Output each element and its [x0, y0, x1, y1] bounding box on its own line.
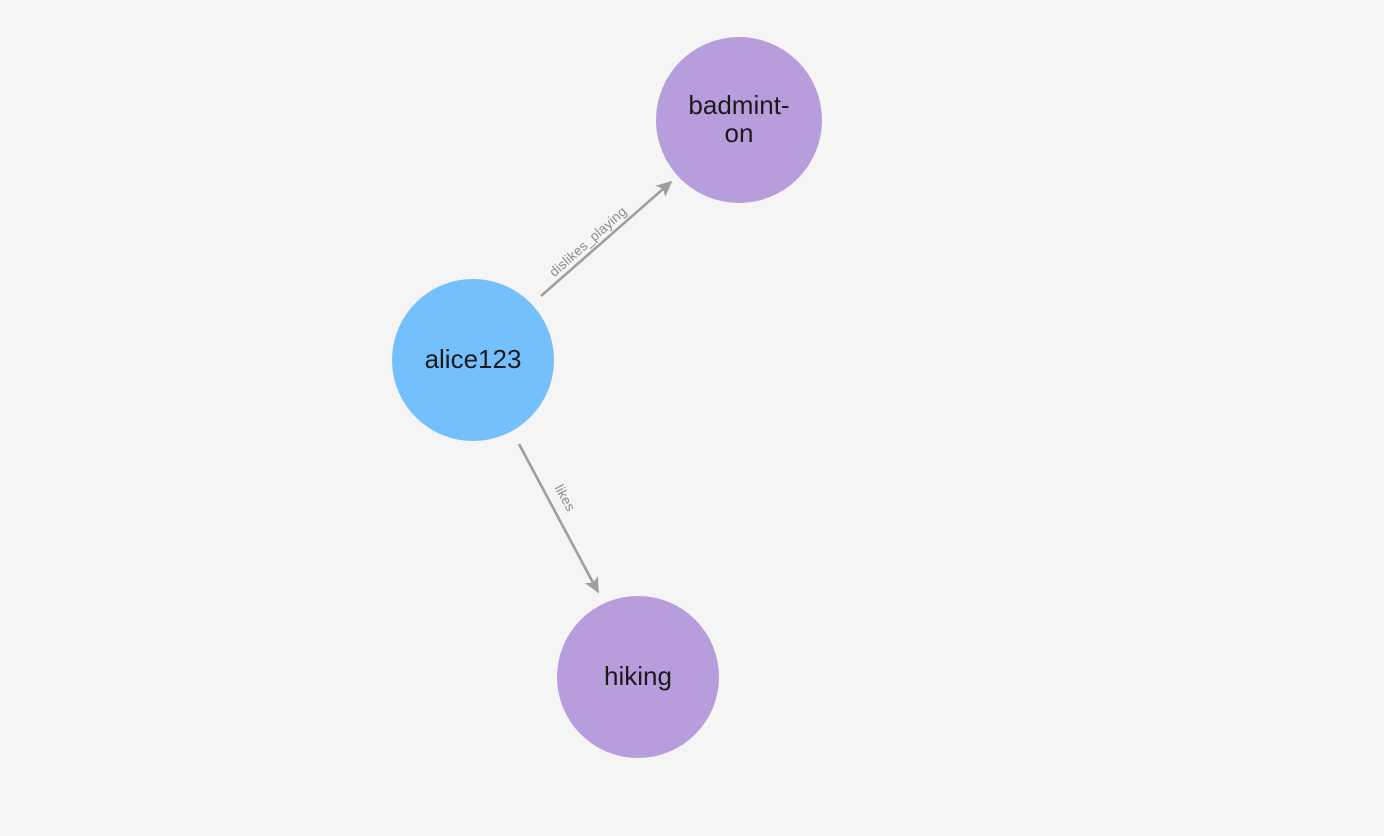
graph-node-label-alice123: alice123	[424, 344, 522, 375]
graph-node-badminton[interactable]: badmint- on	[656, 37, 822, 203]
edge-label-likes: likes	[552, 482, 578, 514]
edge-line-likes[interactable]	[517, 443, 600, 594]
graph-node-label-hiking: hiking	[604, 661, 672, 692]
graph-node-alice123[interactable]: alice123	[392, 279, 554, 441]
edge-dislikes-playing[interactable]: dislikes_playing	[540, 180, 673, 297]
edge-line-dislikes-playing[interactable]	[540, 180, 673, 297]
graph-node-hiking[interactable]: hiking	[557, 596, 719, 758]
edge-label-dislikes-playing: dislikes_playing	[546, 204, 629, 280]
graph-node-label-badminton: badmint- on	[688, 90, 790, 148]
edge-likes[interactable]: likes	[517, 443, 600, 594]
